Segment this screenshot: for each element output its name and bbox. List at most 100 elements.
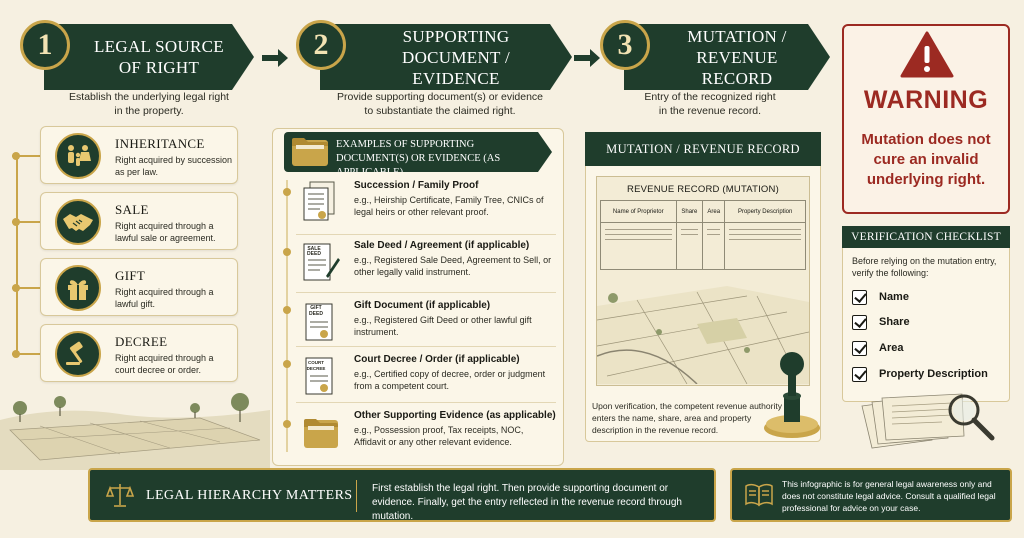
warning-title: WARNING — [863, 86, 989, 114]
step-3-number: 3 — [600, 20, 650, 70]
landscape-illustration — [0, 393, 270, 470]
evidence-title: Gift Document (if applicable) — [354, 300, 491, 311]
step-2-title-line1: SUPPORTING DOCUMENT / — [402, 26, 510, 67]
warning-icon — [900, 31, 954, 78]
source-card-inheritance: INHERITANCE Right acquired by succession… — [40, 126, 238, 184]
stamp-icon — [764, 352, 820, 438]
connector-dot — [12, 152, 40, 160]
family-icon — [55, 133, 101, 179]
step-3-title-line2: REVENUE RECORD — [696, 47, 778, 88]
sale-deed-icon — [303, 243, 340, 281]
evidence-title: Other Supporting Evidence (as applicable… — [354, 410, 556, 421]
divider — [356, 480, 357, 512]
evidence-desc: e.g., Possession proof, Tax receipts, NO… — [354, 425, 524, 447]
legal-hierarchy-bar: LEGAL HIERARCHY MATTERS First establish … — [88, 468, 716, 522]
checklist-item-name: Name — [852, 288, 909, 306]
column-header: Area — [702, 199, 726, 224]
divider — [296, 402, 556, 403]
connector-dot — [12, 218, 40, 226]
gavel-icon — [55, 331, 101, 377]
warning-message: Mutation does not cure an invalid underl… — [861, 131, 991, 188]
scales-of-justice-icon — [106, 484, 134, 507]
step-2-description: Provide supporting document(s) or eviden… — [336, 91, 544, 117]
source-title: GIFT — [115, 268, 146, 283]
checklist-intro: Before relying on the mutation entry, ve… — [852, 256, 997, 278]
step-2-title-line2: EVIDENCE — [412, 68, 500, 88]
source-title: INHERITANCE — [115, 136, 205, 151]
open-book-icon — [745, 483, 773, 507]
checklist-item-area: Area — [852, 339, 903, 357]
source-card-gift: GIFT Right acquired through a lawful gif… — [40, 258, 238, 316]
step-3-banner: MUTATION /REVENUE RECORD — [624, 24, 830, 90]
disclaimer-bar: This infographic is for general legal aw… — [730, 468, 1012, 522]
step-1-number: 1 — [20, 20, 70, 70]
court-decree-icon — [305, 357, 333, 395]
column-header: Share — [675, 199, 704, 224]
disclaimer-text: This infographic is for general legal aw… — [782, 479, 996, 513]
timeline-dot — [283, 188, 291, 196]
column-header: Property Description — [724, 199, 806, 224]
checklist-item-share: Share — [852, 313, 910, 331]
revenue-record-title: REVENUE RECORD (MUTATION) — [627, 184, 779, 195]
source-title: SALE — [115, 202, 149, 217]
timeline-dot — [283, 306, 291, 314]
divider — [296, 292, 556, 293]
gift-deed-icon — [305, 303, 333, 341]
checkbox-checked-icon — [852, 366, 867, 382]
evidence-item: COURT DECREE Court Decree / Order (if ap… — [296, 350, 558, 406]
evidence-desc: e.g., Registered Gift Deed or other lawf… — [354, 315, 532, 337]
step-2-number: 2 — [296, 20, 346, 70]
verification-checklist — [842, 226, 1010, 402]
source-card-sale: SALE Right acquired through a lawful sal… — [40, 192, 238, 250]
evidence-item: Succession / Family Proof e.g., Heirship… — [296, 176, 558, 232]
gift-icon — [55, 265, 101, 311]
evidence-desc: e.g., Heirship Certificate, Family Tree,… — [354, 195, 544, 217]
source-connector-line — [16, 155, 18, 355]
timeline-dot — [283, 360, 291, 368]
evidence-title: Sale Deed / Agreement (if applicable) — [354, 240, 530, 251]
doc-label: SALE DEED — [307, 246, 321, 257]
divider — [296, 346, 556, 347]
source-desc: Right acquired by succession as per law. — [115, 155, 233, 177]
column-header: Name of Proprietor — [600, 199, 677, 224]
divider — [296, 234, 556, 235]
evidence-item: SALE DEED Sale Deed / Agreement (if appl… — [296, 236, 558, 292]
source-desc: Right acquired through a lawful gift. — [115, 287, 214, 309]
evidence-item: Other Supporting Evidence (as applicable… — [296, 406, 558, 462]
evidence-title: Court Decree / Order (if applicable) — [354, 354, 520, 365]
folder-icon — [304, 419, 338, 448]
evidence-title: Succession / Family Proof — [354, 180, 479, 191]
documents-magnifier-illustration — [861, 393, 995, 449]
checkbox-checked-icon — [852, 340, 867, 356]
doc-label: GIFT DEED — [309, 305, 323, 317]
source-title: DECREE — [115, 334, 168, 349]
timeline-dot — [283, 248, 291, 256]
checkbox-checked-icon — [852, 289, 867, 305]
document-icon — [303, 181, 335, 221]
step-1-title-line1: LEGAL SOURCE — [94, 37, 224, 56]
arrow-right-icon — [574, 49, 600, 67]
source-desc: Right acquired through a lawful sale or … — [115, 221, 216, 243]
evidence-connector-line — [286, 180, 288, 452]
step-3-title-line1: MUTATION / — [687, 26, 787, 46]
evidence-desc: e.g., Registered Sale Deed, Agreement to… — [354, 255, 552, 277]
step-2-banner: SUPPORTING DOCUMENT /EVIDENCE — [320, 24, 572, 90]
evidence-item: GIFT DEED Gift Document (if applicable) … — [296, 296, 558, 352]
handshake-icon — [55, 199, 101, 245]
hierarchy-description: First establish the legal right. Then pr… — [372, 483, 682, 522]
land-map-illustration — [597, 286, 809, 384]
connector-dot — [12, 350, 40, 358]
doc-label: COURT DECREE — [306, 360, 326, 371]
source-card-decree: DECREE Right acquired through a court de… — [40, 324, 238, 382]
mutation-header: MUTATION / REVENUE RECORD — [585, 132, 821, 166]
connector-dot — [12, 284, 40, 292]
checkbox-checked-icon — [852, 314, 867, 330]
checklist-item-property-description: Property Description — [852, 365, 988, 383]
arrow-right-icon — [262, 49, 288, 67]
revenue-record-table: Name of Proprietor Share Area Property D… — [600, 199, 806, 270]
evidence-desc: e.g., Certified copy of decree, order or… — [354, 369, 546, 391]
timeline-dot — [283, 420, 291, 428]
